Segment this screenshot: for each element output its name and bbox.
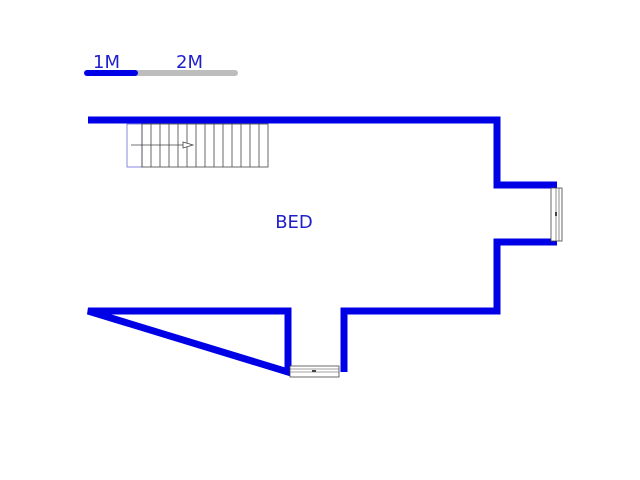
- window-east-hinge: [555, 212, 557, 216]
- stair-treads: [150, 124, 260, 167]
- window-south: [289, 365, 340, 378]
- scale-bar: 1M 2M: [84, 52, 238, 76]
- scale-label-1m: 1M: [93, 52, 120, 73]
- window-south-hinge: [312, 370, 316, 372]
- staircase: [126, 123, 269, 168]
- stair-direction-arrow-icon: [182, 141, 195, 149]
- exterior-walls: [86, 116, 557, 377]
- scale-label-2m: 2M: [176, 52, 203, 73]
- window-east: [550, 187, 563, 242]
- stair-landing: [126, 123, 143, 168]
- room-label-bed: BED: [275, 212, 313, 233]
